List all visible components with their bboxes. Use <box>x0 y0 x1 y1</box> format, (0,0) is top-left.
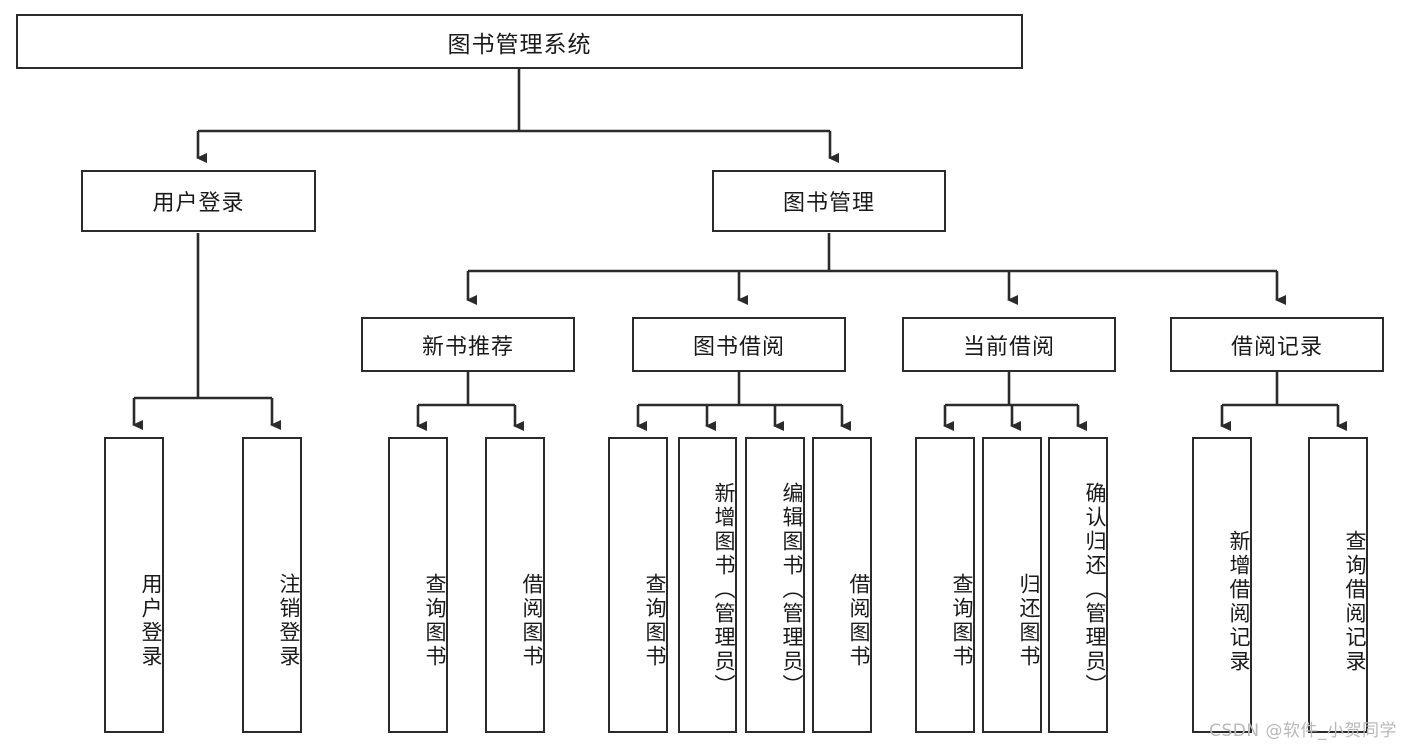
leaf-borrow-book-newbook[interactable]: 借阅图书 <box>485 437 545 733</box>
node-book-management[interactable]: 图书管理 <box>712 170 946 232</box>
leaf-query-book-current[interactable]: 查询图书 <box>915 437 975 733</box>
leaf-user-logout[interactable]: 注销登录 <box>242 437 302 733</box>
node-borrow-records[interactable]: 借阅记录 <box>1170 317 1384 372</box>
leaf-query-book-borrow[interactable]: 查询图书 <box>608 437 668 733</box>
watermark: CSDN @软件_小贺同学 <box>1209 721 1397 741</box>
node-new-book-recommend[interactable]: 新书推荐 <box>361 317 575 372</box>
leaf-return-book[interactable]: 归还图书 <box>982 437 1042 733</box>
leaf-query-book-newbook[interactable]: 查询图书 <box>388 437 448 733</box>
node-current-borrow[interactable]: 当前借阅 <box>902 317 1116 372</box>
leaf-add-borrow-record[interactable]: 新增借阅记录 <box>1192 437 1252 733</box>
node-root[interactable]: 图书管理系统 <box>16 14 1023 69</box>
node-book-borrow[interactable]: 图书借阅 <box>632 317 846 372</box>
leaf-add-book-admin[interactable]: 新增图书（管理员） <box>678 437 737 733</box>
leaf-borrow-book[interactable]: 借阅图书 <box>812 437 872 733</box>
leaf-confirm-return-admin[interactable]: 确认归还（管理员） <box>1048 437 1108 733</box>
node-user-login[interactable]: 用户登录 <box>81 170 316 232</box>
leaf-edit-book-admin[interactable]: 编辑图书（管理员） <box>745 437 805 733</box>
leaf-user-login[interactable]: 用户登录 <box>104 437 164 733</box>
leaf-query-borrow-record[interactable]: 查询借阅记录 <box>1308 437 1368 733</box>
